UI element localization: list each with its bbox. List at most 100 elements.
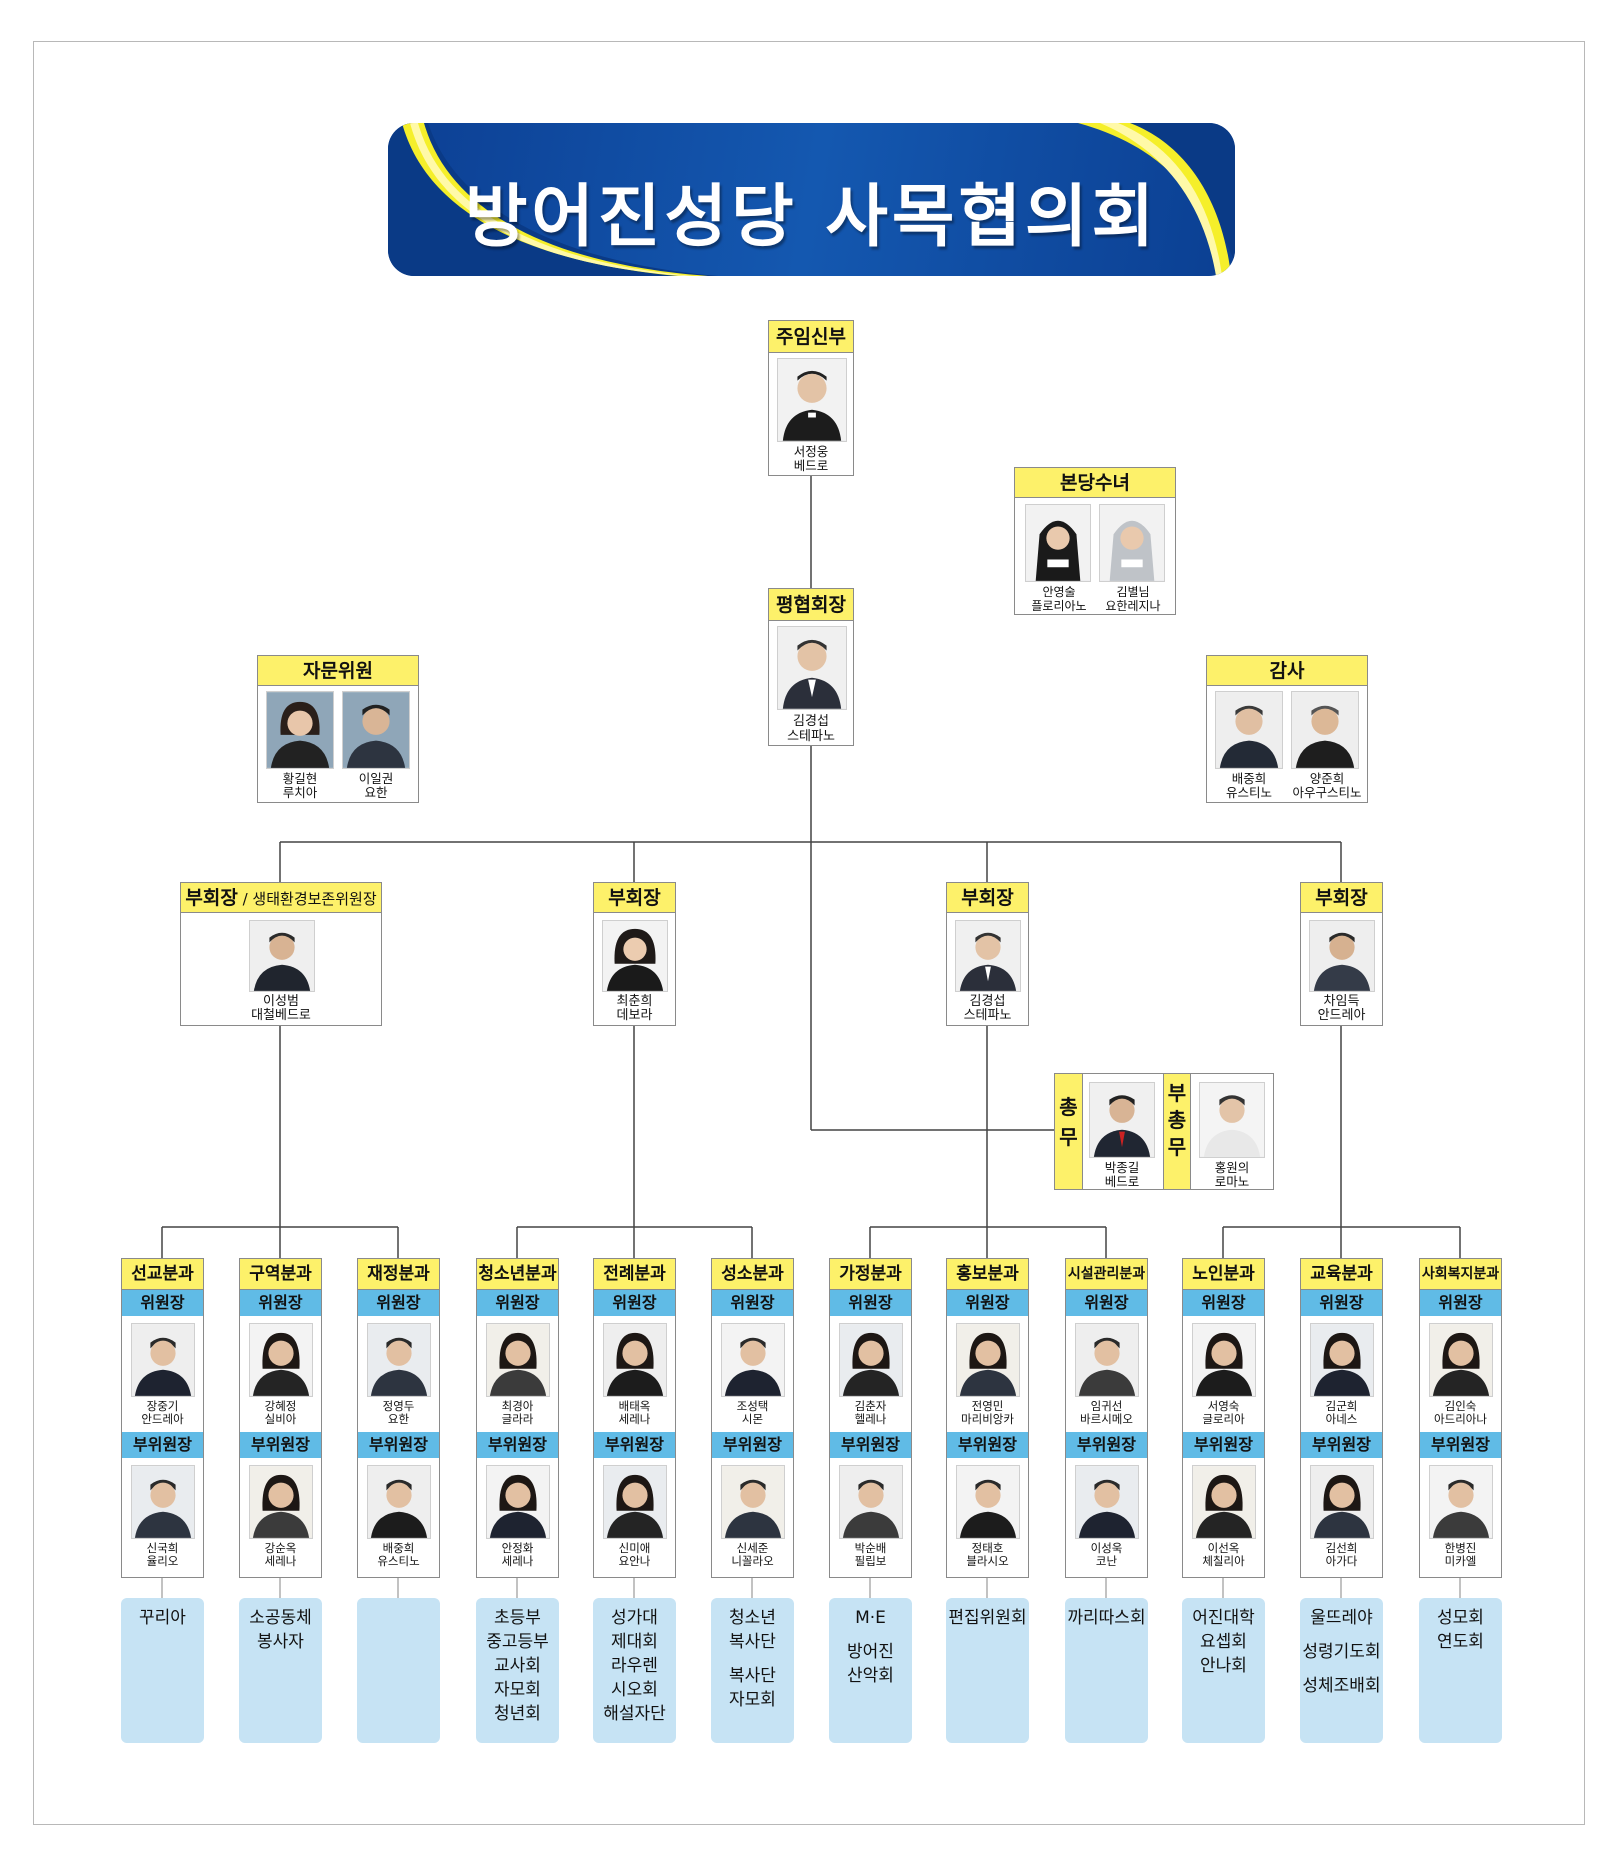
chair-photo — [721, 1323, 785, 1397]
vice-photo — [1075, 1465, 1139, 1539]
vice-chair-name: 김경섭 — [969, 994, 1006, 1009]
chair-name: 서영숙 — [1207, 1399, 1240, 1413]
chair-role-label: 위원장 — [712, 1290, 793, 1316]
title-banner: 방어진성당 사목협의회 — [388, 123, 1235, 276]
general-secretary-baptismal: 베드로 — [1104, 1174, 1140, 1189]
chair-role-label: 위원장 — [594, 1290, 675, 1316]
group-item: 연도회 — [1437, 1632, 1484, 1652]
committee-name: 성소분과 — [712, 1259, 793, 1290]
auditor-photo — [1291, 691, 1359, 769]
auditor-name: 양준희 — [1309, 771, 1345, 786]
advisor-photo — [266, 691, 334, 769]
banner-swoosh — [388, 123, 1235, 276]
group-spacer — [1300, 1630, 1383, 1640]
affiliated-groups-box: 편집위원회 — [946, 1598, 1029, 1743]
chair-photo — [367, 1323, 431, 1397]
advisor-photo — [342, 691, 410, 769]
group-item: 방어진 — [847, 1642, 894, 1662]
vice-name: 강순옥 — [264, 1541, 297, 1555]
chair-baptismal: 아드리아나 — [1434, 1412, 1487, 1426]
group-item: 복사단 — [729, 1666, 776, 1686]
sister-photo — [1099, 504, 1165, 582]
committee-name: 가정분과 — [830, 1259, 911, 1290]
chair-baptismal: 실비아 — [264, 1412, 297, 1426]
vice-photo — [131, 1465, 195, 1539]
secretariat-box: 총무 박종길 베드로 부총무 홍원의 로마노 — [1054, 1073, 1274, 1190]
pastor-name: 서정웅 — [793, 444, 829, 459]
chair-photo — [1192, 1323, 1256, 1397]
affiliated-groups-box: 꾸리아 — [121, 1598, 204, 1743]
group-item: 소공동체 — [249, 1608, 312, 1628]
group-item: 성령기도회 — [1302, 1642, 1381, 1662]
chair-name: 강혜정 — [264, 1399, 297, 1413]
group-item: 성체조배회 — [1302, 1676, 1381, 1696]
committee-name: 구역분과 — [240, 1259, 321, 1290]
pastor-box: 주임신부 서정웅 베드로 — [768, 320, 854, 476]
vice-chair-role-label: 부위원장 — [594, 1432, 675, 1458]
auditors-box: 감사 배중희 유스티노 양준희 아우구스티노 — [1206, 655, 1368, 803]
vice-baptismal: 율리오 — [146, 1554, 179, 1568]
vice-photo — [1192, 1465, 1256, 1539]
chair-photo — [603, 1323, 667, 1397]
vice-photo — [956, 1465, 1020, 1539]
sisters-box: 본당수녀 안영술 플로리아노 김별님 요한레지나 — [1014, 467, 1176, 615]
committee-name: 선교분과 — [122, 1259, 203, 1290]
group-spacer — [1300, 1664, 1383, 1674]
chair-role-label: 위원장 — [477, 1290, 558, 1316]
group-item: 산악회 — [847, 1666, 894, 1686]
page-title: 방어진성당 사목협의회 — [464, 178, 1159, 257]
vice-chair-baptismal: 데보라 — [616, 1008, 653, 1023]
vice-chair-box: 부회장 최춘희 데보라 — [593, 882, 676, 1026]
group-item: 성모회 — [1437, 1608, 1484, 1628]
chair-photo — [131, 1323, 195, 1397]
vice-chair-role-label: 부위원장 — [1183, 1432, 1264, 1458]
vice-chair-role-label: 부위원장 — [1301, 1432, 1382, 1458]
chair-baptismal: 아네스 — [1325, 1412, 1358, 1426]
vice-baptismal: 필립보 — [854, 1554, 887, 1568]
vice-chair-role-label: 부위원장 — [1420, 1432, 1501, 1458]
vice-chair-role: 부회장 — [594, 883, 675, 913]
page-frame — [33, 41, 1585, 1825]
chairman-baptismal: 스테파노 — [787, 729, 835, 744]
group-item: 울뜨레야 — [1310, 1608, 1373, 1628]
chair-name: 김춘자 — [854, 1399, 887, 1413]
chair-role-label: 위원장 — [1183, 1290, 1264, 1316]
vice-photo — [486, 1465, 550, 1539]
affiliated-groups-box — [357, 1598, 440, 1743]
pastor-baptismal: 베드로 — [793, 458, 829, 473]
chair-name: 장중기 — [146, 1399, 179, 1413]
chair-photo — [486, 1323, 550, 1397]
chair-photo — [249, 1323, 313, 1397]
sister-baptismal: 플로리아노 — [1031, 599, 1087, 613]
vice-baptismal: 요안나 — [618, 1554, 651, 1568]
vice-chair-baptismal: 안드레아 — [1317, 1008, 1366, 1023]
sister-name: 김별님 — [1116, 585, 1150, 599]
auditor-baptismal: 유스티노 — [1225, 785, 1272, 800]
vice-chair-role-label: 부위원장 — [947, 1432, 1028, 1458]
vice-chair-photo — [249, 920, 315, 992]
vice-photo — [1310, 1465, 1374, 1539]
vice-photo — [367, 1465, 431, 1539]
committee-name: 청소년분과 — [477, 1259, 558, 1290]
pastor-photo — [777, 358, 847, 442]
vice-chair-name: 차임득 — [1323, 994, 1360, 1009]
vice-chair-role-label: 부위원장 — [830, 1432, 911, 1458]
sister-photo — [1025, 504, 1091, 582]
group-item: 어진대학 — [1192, 1608, 1255, 1628]
